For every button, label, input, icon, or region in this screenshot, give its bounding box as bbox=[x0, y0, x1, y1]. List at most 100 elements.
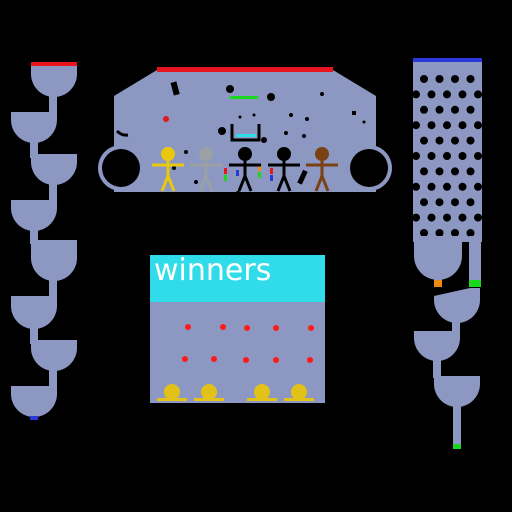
winners-pegs bbox=[182, 324, 314, 363]
peg-hole bbox=[466, 75, 475, 83]
funnel-cup bbox=[31, 340, 77, 371]
funnel-pipe bbox=[30, 324, 38, 344]
funnel-cup bbox=[11, 112, 57, 143]
peg-hole bbox=[443, 213, 451, 222]
pegboard-right-outlet bbox=[469, 236, 481, 280]
stick-figure-icon bbox=[277, 147, 291, 161]
winner-token bbox=[291, 384, 307, 400]
funnel-cup bbox=[11, 200, 57, 231]
arena-gate-marker bbox=[230, 96, 258, 99]
peg-hole bbox=[474, 152, 482, 160]
peg-hole bbox=[458, 121, 467, 130]
right-funnel-chain bbox=[414, 288, 480, 449]
pegboard-top-marker bbox=[413, 58, 482, 62]
winners-tokens bbox=[157, 384, 314, 401]
debris-particles bbox=[115, 81, 366, 185]
pegboard-holes bbox=[412, 75, 482, 237]
red-ball bbox=[163, 116, 169, 122]
winner-token-base bbox=[247, 398, 277, 401]
winner-peg bbox=[220, 324, 226, 330]
winner-peg bbox=[273, 357, 279, 363]
peg-hole bbox=[412, 121, 420, 130]
right-pegboard bbox=[412, 58, 482, 287]
winner-peg bbox=[308, 325, 314, 331]
peg-hole bbox=[466, 105, 475, 114]
winner-peg bbox=[273, 325, 279, 331]
arena-top-marker bbox=[157, 67, 333, 72]
winner-token bbox=[201, 384, 217, 400]
peg-hole bbox=[474, 213, 482, 222]
peg-hole bbox=[427, 182, 436, 191]
peg-hole bbox=[458, 182, 467, 191]
peg-hole bbox=[435, 105, 444, 114]
peg-hole bbox=[443, 121, 451, 130]
winner-peg bbox=[185, 324, 191, 330]
winner-token bbox=[254, 384, 270, 400]
funnel-cup bbox=[434, 288, 480, 323]
peg-hole bbox=[466, 229, 475, 237]
funnel-pipe bbox=[49, 278, 57, 300]
peg-hole bbox=[443, 90, 451, 99]
funnel-cup bbox=[11, 386, 57, 417]
winner-peg bbox=[211, 356, 217, 362]
peg-hole bbox=[443, 152, 451, 160]
winner-peg bbox=[244, 325, 250, 331]
stick-figure-icon bbox=[199, 147, 213, 161]
funnel-pipe bbox=[49, 92, 57, 116]
peg-hole bbox=[451, 105, 459, 114]
stick-figure-icon bbox=[315, 147, 329, 161]
funnel-pipe bbox=[30, 226, 38, 244]
right-chain-bottom-marker bbox=[453, 444, 461, 449]
funnel-pipe bbox=[452, 317, 460, 331]
winner-peg bbox=[243, 357, 249, 363]
winners-banner bbox=[150, 255, 325, 302]
arena-body bbox=[114, 70, 376, 192]
stick-figure-icon bbox=[161, 147, 175, 161]
funnel-pipe bbox=[433, 358, 441, 378]
peg-hole bbox=[420, 136, 428, 145]
peg-hole bbox=[420, 167, 428, 176]
peg-hole bbox=[420, 105, 428, 114]
peg-hole bbox=[474, 90, 482, 99]
funnel-cup bbox=[11, 296, 57, 329]
cage-floor bbox=[236, 134, 256, 137]
funnel-pipe bbox=[49, 180, 57, 204]
peg-hole bbox=[443, 182, 451, 191]
peg-hole bbox=[435, 229, 444, 237]
winner-token-base bbox=[284, 398, 314, 401]
peg-hole bbox=[412, 90, 420, 99]
peg-hole bbox=[412, 152, 420, 160]
peg-hole bbox=[412, 213, 420, 222]
winners-box bbox=[150, 255, 325, 403]
peg-hole bbox=[427, 213, 436, 222]
funnel-cup bbox=[414, 331, 460, 361]
winner-token bbox=[164, 384, 180, 400]
winner-peg bbox=[182, 356, 188, 362]
confetti bbox=[224, 165, 273, 181]
peg-hole bbox=[451, 136, 459, 145]
peg-hole bbox=[427, 121, 436, 130]
left-chain-bottom-marker bbox=[30, 416, 38, 420]
winners-title: winners bbox=[154, 253, 272, 288]
funnel-cup bbox=[31, 240, 77, 281]
funnel-cup bbox=[31, 154, 77, 185]
racer-brown bbox=[306, 147, 338, 192]
racer-gray bbox=[190, 147, 222, 192]
racer-black-1 bbox=[229, 147, 261, 205]
stick-figure-icon bbox=[238, 147, 252, 161]
winner-peg bbox=[307, 357, 313, 363]
peg-hole bbox=[427, 90, 436, 99]
outlet-pipe bbox=[434, 276, 442, 280]
peg-hole bbox=[474, 182, 482, 191]
peg-hole bbox=[458, 90, 467, 99]
left-wheel-hole bbox=[102, 149, 140, 187]
winner-token-base bbox=[194, 398, 224, 401]
right-wheel-hole bbox=[350, 149, 388, 187]
peg-hole bbox=[451, 75, 459, 83]
funnel-pipe bbox=[453, 404, 461, 444]
peg-hole bbox=[451, 167, 459, 176]
peg-hole bbox=[474, 121, 482, 130]
funnel-cup bbox=[31, 66, 77, 97]
peg-hole bbox=[458, 213, 467, 222]
